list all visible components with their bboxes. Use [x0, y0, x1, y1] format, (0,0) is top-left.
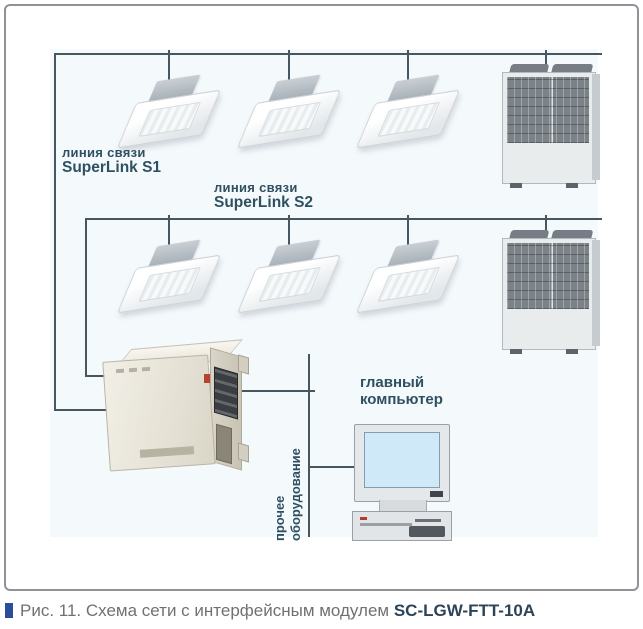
- label-other-line2: оборудование: [288, 448, 303, 541]
- outdoor-coil-grille: [507, 77, 589, 143]
- s2-bus-line: [85, 218, 602, 220]
- monitor-button: [430, 491, 443, 497]
- cassette-panel: [236, 254, 342, 314]
- s1-indoor-unit-3: [355, 74, 461, 149]
- monitor: [354, 424, 450, 502]
- diagram-frame: линия связи SuperLink S1 линия связи Sup…: [4, 4, 639, 591]
- outdoor-body: [502, 72, 596, 184]
- s1-to-module-line: [54, 409, 116, 411]
- s1-bus-line: [54, 53, 602, 55]
- cassette-panel: [116, 89, 222, 149]
- figure-caption: Рис. 11. Схема сети с интерфейсным модул…: [5, 601, 635, 621]
- module-red-indicator: [204, 374, 210, 383]
- module-mount-tab: [238, 442, 249, 463]
- host-computer: [352, 424, 452, 542]
- module-lower-connector: [216, 423, 232, 465]
- monitor-screen: [364, 432, 440, 488]
- interface-module: [102, 339, 250, 472]
- cassette-panel: [355, 89, 461, 149]
- computer-case: [352, 511, 452, 541]
- s1-drop-line-outdoor: [545, 50, 547, 72]
- module-connector: [214, 366, 238, 420]
- s2-left-line: [85, 218, 87, 377]
- s2-outdoor-unit: [500, 230, 600, 354]
- outdoor-body: [502, 238, 596, 350]
- s2-drop-line-1: [168, 215, 170, 255]
- s1-drop-line-1: [168, 50, 170, 90]
- outdoor-coil-grille: [507, 243, 589, 309]
- s1-left-line: [54, 53, 56, 411]
- s2-drop-line-2: [288, 215, 290, 255]
- label-host-line2: компьютер: [360, 390, 443, 408]
- s2-drop-line-3: [407, 215, 409, 255]
- case-drive-slot: [360, 523, 412, 526]
- label-s2-line1: линия связи: [214, 180, 298, 195]
- s1-indoor-unit-1: [116, 74, 222, 149]
- cassette-grille: [138, 101, 202, 138]
- cassette-grille: [258, 101, 322, 138]
- outdoor-foot: [510, 183, 522, 188]
- outdoor-side-panel: [592, 74, 600, 180]
- label-s1-line2: SuperLink S1: [62, 159, 162, 177]
- label-other-line1: прочее: [272, 495, 287, 541]
- label-other-equipment: прочее оборудование: [272, 411, 306, 541]
- cassette-panel: [116, 254, 222, 314]
- case-power-led: [360, 517, 367, 520]
- cassette-panel: [236, 89, 342, 149]
- cassette-grille: [138, 266, 202, 303]
- outdoor-foot: [510, 349, 522, 354]
- s1-outdoor-unit: [500, 64, 600, 188]
- s1-drop-line-2: [288, 50, 290, 90]
- label-superlink-s2: линия связи SuperLink S2: [214, 180, 314, 212]
- cassette-grille: [377, 266, 441, 303]
- s2-to-module-line: [85, 375, 116, 377]
- module-output-line: [232, 390, 315, 392]
- s1-indoor-unit-2: [236, 74, 342, 149]
- caption-text: Рис. 11. Схема сети с интерфейсным модул…: [20, 601, 394, 620]
- caption-model-code: SC-LGW-FTT-10A: [393, 601, 536, 620]
- module-mount-tab: [238, 354, 249, 375]
- outdoor-foot: [566, 183, 578, 188]
- outdoor-side-panel: [592, 240, 600, 346]
- label-superlink-s1: линия связи SuperLink S1: [62, 145, 162, 177]
- cassette-panel: [355, 254, 461, 314]
- label-s2-line2: SuperLink S2: [214, 194, 314, 212]
- s2-drop-line-outdoor: [545, 215, 547, 237]
- computer-branch-line: [308, 466, 360, 468]
- s1-drop-line-3: [407, 50, 409, 90]
- cassette-grille: [258, 266, 322, 303]
- label-s1-line1: линия связи: [62, 145, 146, 160]
- s2-indoor-unit-2: [236, 239, 342, 314]
- label-host-computer: главный компьютер: [360, 374, 443, 408]
- case-dark-panel: [409, 526, 445, 537]
- s2-indoor-unit-1: [116, 239, 222, 314]
- other-equipment-bus-line: [308, 354, 310, 537]
- cassette-grille: [377, 101, 441, 138]
- caption-bullet-icon: [5, 603, 13, 618]
- s2-indoor-unit-3: [355, 239, 461, 314]
- label-host-line1: главный: [360, 374, 425, 391]
- case-floppy-slot: [415, 519, 441, 522]
- outdoor-foot: [566, 349, 578, 354]
